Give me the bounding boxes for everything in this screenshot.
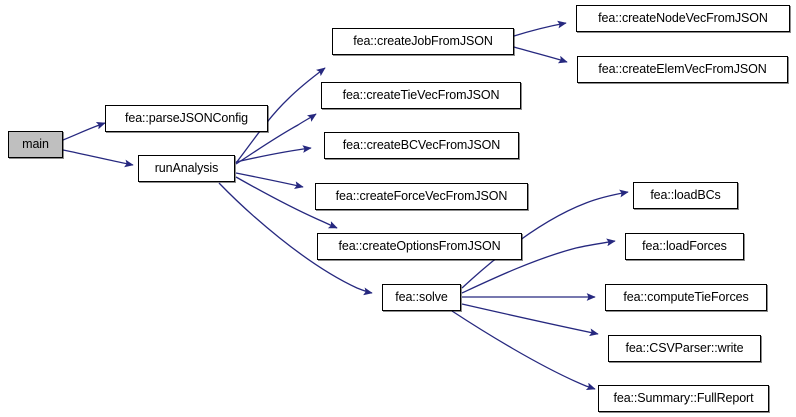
- graph-node-label: fea::Summary::FullReport: [613, 391, 754, 406]
- graph-node-label: fea::parseJSONConfig: [124, 111, 249, 126]
- call-edge-runAnalysis-to-createForceVecFromJSON: [235, 172, 304, 189]
- call-edge-main-to-parseJSONConfig: [62, 121, 106, 141]
- graph-node-label: fea::loadForces: [642, 239, 727, 254]
- graph-node-label: fea::CSVParser::write: [625, 341, 744, 356]
- call-edge-solve-to-CSVParserWrite: [461, 303, 599, 337]
- graph-node-createForceVecFromJSON[interactable]: fea::createForceVecFromJSON: [315, 183, 528, 210]
- graph-node-label: fea::solve: [395, 290, 448, 305]
- graph-node-runAnalysis[interactable]: runAnalysis: [138, 155, 235, 182]
- graph-node-label: fea::createTieVecFromJSON: [342, 88, 500, 103]
- call-edge-runAnalysis-to-createBCVecFromJSON: [235, 145, 312, 163]
- graph-node-parseJSONConfig[interactable]: fea::parseJSONConfig: [105, 105, 268, 132]
- graph-node-label: fea::createElemVecFromJSON: [598, 62, 767, 77]
- graph-node-label: fea::createBCVecFromJSON: [342, 138, 501, 153]
- graph-node-createElemVecFromJSON[interactable]: fea::createElemVecFromJSON: [577, 56, 788, 83]
- graph-node-main[interactable]: main: [8, 131, 63, 158]
- graph-node-createTieVecFromJSON[interactable]: fea::createTieVecFromJSON: [321, 82, 521, 109]
- graph-node-loadForces[interactable]: fea::loadForces: [625, 233, 744, 260]
- graph-node-createOptionsFromJSON[interactable]: fea::createOptionsFromJSON: [317, 233, 522, 260]
- graph-node-label: fea::createNodeVecFromJSON: [598, 11, 768, 26]
- graph-node-label: runAnalysis: [154, 161, 219, 176]
- call-edge-createJobFromJSON-to-createNodeVecFromJSON: [513, 20, 567, 37]
- call-edge-main-to-runAnalysis: [62, 149, 134, 168]
- graph-node-loadBCs[interactable]: fea::loadBCs: [633, 182, 738, 209]
- graph-node-label: fea::createForceVecFromJSON: [335, 189, 508, 204]
- graph-node-label: fea::loadBCs: [650, 188, 721, 203]
- graph-node-computeTieForces[interactable]: fea::computeTieForces: [605, 284, 767, 311]
- graph-node-SummaryFullReport[interactable]: fea::Summary::FullReport: [598, 385, 769, 412]
- graph-node-createNodeVecFromJSON[interactable]: fea::createNodeVecFromJSON: [576, 5, 790, 32]
- graph-node-label: fea::createJobFromJSON: [353, 34, 493, 49]
- graph-node-label: fea::computeTieForces: [623, 290, 749, 305]
- call-edge-solve-to-SummaryFullReport: [451, 310, 596, 391]
- graph-node-label: fea::createOptionsFromJSON: [338, 239, 501, 254]
- graph-node-CSVParserWrite[interactable]: fea::CSVParser::write: [608, 335, 761, 362]
- graph-node-solve[interactable]: fea::solve: [382, 284, 461, 311]
- graph-node-label: main: [22, 137, 49, 152]
- graph-node-createBCVecFromJSON[interactable]: fea::createBCVecFromJSON: [324, 132, 519, 159]
- call-edge-createJobFromJSON-to-createElemVecFromJSON: [513, 46, 568, 64]
- graph-node-createJobFromJSON[interactable]: fea::createJobFromJSON: [332, 28, 514, 55]
